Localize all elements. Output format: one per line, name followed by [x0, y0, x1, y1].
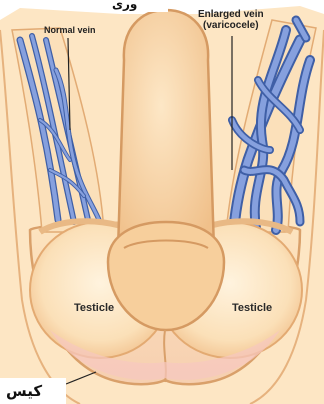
label-enlarged-vein: Enlarged vein (varicocele) — [198, 10, 264, 31]
label-testicle-left: Testicle — [74, 302, 114, 314]
caption-top-fragment: وری — [112, 0, 137, 11]
label-enlarged-vein-line1: Enlarged vein — [198, 10, 264, 21]
label-testicle-right: Testicle — [232, 302, 272, 314]
label-normal-vein-text: Normal vein — [44, 25, 96, 35]
caption-bottom-fragment: کیس — [6, 382, 42, 400]
label-normal-vein: Normal vein — [44, 26, 96, 35]
penis-shaft — [118, 10, 214, 250]
label-enlarged-vein-line2: (varicocele) — [198, 21, 264, 32]
